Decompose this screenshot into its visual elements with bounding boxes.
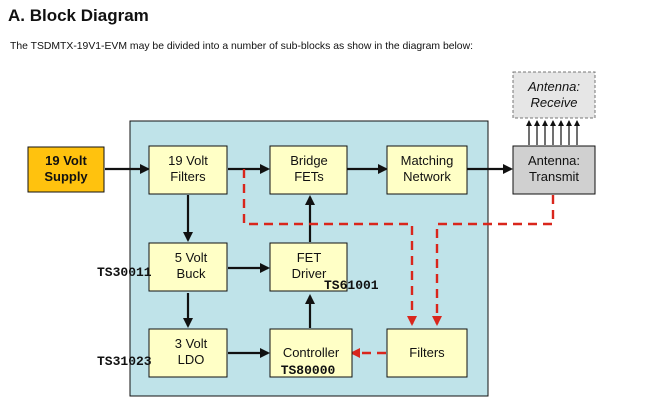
antenna-receive-line1: Antenna: (527, 79, 580, 94)
receive-field-arrows (526, 120, 580, 145)
bridge-line1: Bridge (290, 153, 328, 168)
ldo-chip-label: TS31023 (97, 354, 152, 369)
feedback-antenna-to-filters (432, 195, 555, 326)
antenna-transmit-block (512, 145, 596, 195)
matching-network-block (386, 145, 468, 195)
filters19-line2: Filters (170, 169, 206, 184)
feedback-bridge-to-filters (242, 169, 417, 326)
antenna-transmit-line1: Antenna: (528, 153, 580, 168)
power-signal-paths (105, 164, 513, 358)
buck-chip-label: TS30011 (97, 265, 152, 280)
ldo-block (148, 328, 228, 378)
filters19-block (148, 145, 228, 195)
supply-line2: Supply (44, 169, 88, 184)
buck-line2: Buck (177, 266, 206, 281)
supply-line1: 19 Volt (45, 153, 87, 168)
buck-line1: 5 Volt (175, 250, 208, 265)
intro-paragraph: The TSDMTX-19V1-EVM may be divided into … (10, 41, 473, 52)
antenna-transmit-line2: Transmit (529, 169, 579, 184)
filters19-line1: 19 Volt (168, 153, 208, 168)
bridge-fets-block (269, 145, 348, 195)
driver-line1: FET (297, 250, 322, 265)
driver-chip-label: TS61001 (324, 278, 379, 293)
buck-block (148, 242, 228, 292)
controller-chip: TS80000 (281, 363, 336, 378)
supply-block (27, 146, 105, 193)
antenna-receive-line2: Receive (531, 95, 578, 110)
driver-line2: Driver (292, 266, 327, 281)
bridge-line2: FETs (294, 169, 324, 184)
controller-line1: Controller (283, 345, 340, 360)
feedback-paths (242, 169, 555, 358)
ldo-line1: 3 Volt (175, 336, 208, 351)
matching-line1: Matching (401, 153, 454, 168)
ldo-line2: LDO (178, 352, 205, 367)
rx-filters-block (386, 328, 468, 378)
rx-filters-label: Filters (409, 345, 445, 360)
matching-line2: Network (403, 169, 451, 184)
controller-block (269, 328, 353, 378)
section-title: A. Block Diagram (8, 6, 149, 25)
antenna-receive-block (512, 71, 596, 119)
fet-driver-block (269, 242, 348, 292)
